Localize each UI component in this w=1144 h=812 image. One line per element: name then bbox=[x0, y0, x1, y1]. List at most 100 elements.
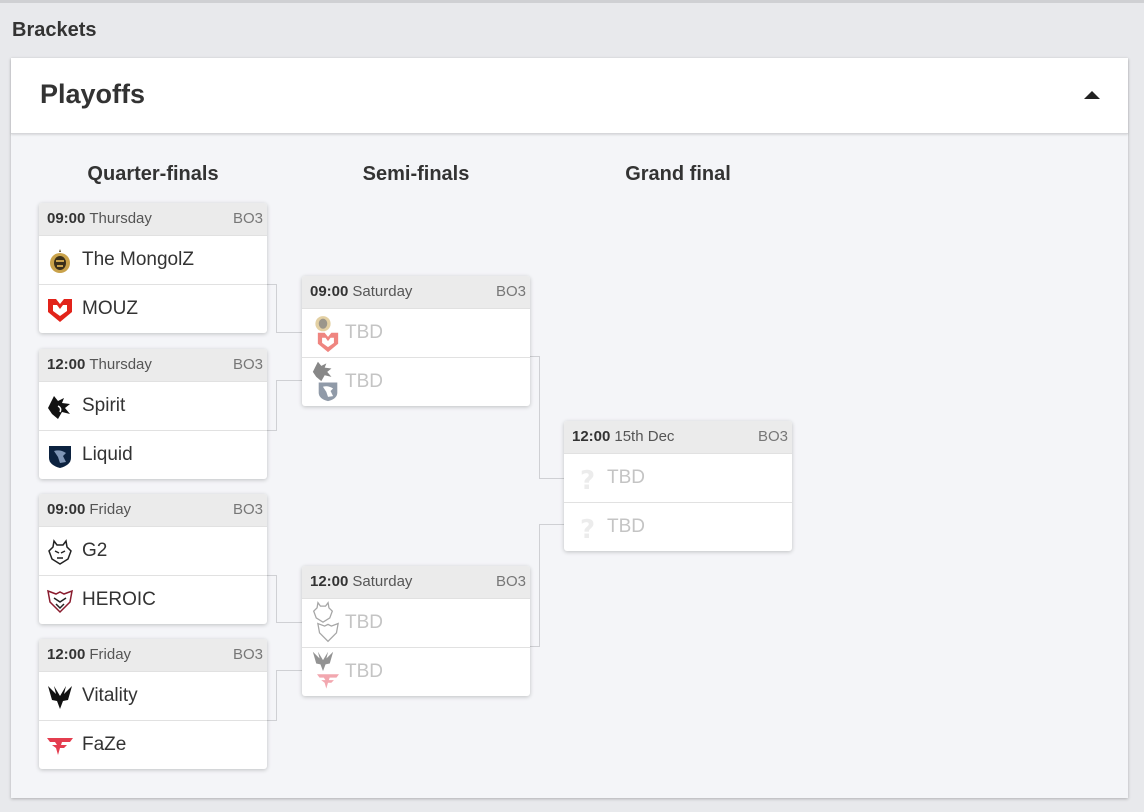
team-name: MOUZ bbox=[82, 298, 138, 319]
team-row[interactable]: Liquid bbox=[39, 430, 267, 479]
round-title-grand-final: Grand final bbox=[625, 163, 731, 185]
round-title-quarter-finals: Quarter-finals bbox=[87, 163, 219, 185]
match-format: BO3 bbox=[495, 573, 526, 590]
spirit-logo-icon bbox=[312, 361, 332, 382]
team-name: TBD bbox=[345, 371, 383, 392]
top-border bbox=[0, 0, 1144, 3]
match-format: BO3 bbox=[232, 646, 263, 663]
team-row[interactable]: TBD bbox=[302, 598, 530, 647]
connector-line bbox=[276, 670, 302, 671]
match-time: 12:00 bbox=[47, 646, 86, 663]
connector-line bbox=[276, 670, 277, 721]
heroic-logo-icon bbox=[317, 622, 339, 643]
team-row[interactable]: Vitality bbox=[39, 671, 267, 720]
team-name: Vitality bbox=[82, 685, 138, 706]
liquid-logo-icon bbox=[49, 446, 71, 468]
team-row[interactable]: MOUZ bbox=[39, 284, 267, 333]
connector-line bbox=[267, 430, 277, 431]
match-format: BO3 bbox=[232, 501, 263, 518]
match-time: 12:00 bbox=[572, 428, 611, 445]
connector-line bbox=[539, 478, 565, 479]
connector-line bbox=[539, 524, 565, 525]
match-time: 09:00 bbox=[47, 501, 86, 518]
svg-text:?: ? bbox=[580, 515, 595, 541]
faze-logo-icon bbox=[47, 738, 73, 755]
team-row[interactable]: The MongolZ bbox=[39, 235, 267, 284]
match-format: BO3 bbox=[232, 210, 263, 227]
team-row[interactable]: HEROIC bbox=[39, 575, 267, 624]
connector-line bbox=[267, 720, 277, 721]
match-format: BO3 bbox=[495, 283, 526, 300]
match-day: Friday bbox=[89, 646, 132, 663]
team-row[interactable]: ? TBD bbox=[564, 502, 792, 551]
connector-line bbox=[276, 380, 277, 431]
match-day: 15th Dec bbox=[614, 428, 675, 445]
match-time: 12:00 bbox=[310, 573, 349, 590]
connector-line bbox=[276, 380, 302, 381]
connector-line bbox=[276, 622, 302, 623]
match-time: 12:00 bbox=[47, 356, 86, 373]
section-title: Brackets bbox=[12, 19, 97, 41]
panel-header[interactable]: Playoffs bbox=[11, 58, 1128, 134]
team-name: TBD bbox=[345, 661, 383, 682]
match-time: 09:00 bbox=[310, 283, 349, 300]
match-time: 09:00 bbox=[47, 210, 86, 227]
team-name: TBD bbox=[607, 467, 645, 488]
team-row[interactable]: Spirit bbox=[39, 381, 267, 430]
mouz-logo-icon bbox=[48, 299, 72, 322]
team-name: FaZe bbox=[82, 734, 127, 755]
connector-line bbox=[276, 284, 277, 333]
connector-line bbox=[276, 575, 277, 623]
team-row[interactable]: TBD bbox=[302, 308, 530, 357]
mongolz-logo-icon bbox=[50, 249, 70, 273]
connector-line bbox=[539, 524, 540, 647]
vitality-logo-icon bbox=[312, 651, 334, 672]
team-row[interactable]: TBD bbox=[302, 357, 530, 406]
match-day: Friday bbox=[89, 501, 132, 518]
panel-title: Playoffs bbox=[40, 79, 146, 109]
team-row[interactable]: FaZe bbox=[39, 720, 267, 769]
spirit-logo-icon bbox=[48, 396, 70, 419]
playoffs-panel: Playoffs Quarter-finals Semi-finals Gran… bbox=[11, 58, 1128, 798]
team-name: Liquid bbox=[82, 444, 133, 465]
team-row[interactable]: ? TBD bbox=[564, 453, 792, 502]
team-row[interactable]: G2 bbox=[39, 526, 267, 575]
faze-logo-icon bbox=[317, 674, 339, 689]
liquid-logo-icon bbox=[318, 382, 338, 402]
team-row[interactable]: TBD bbox=[302, 647, 530, 696]
team-name: The MongolZ bbox=[82, 249, 194, 270]
team-name: TBD bbox=[607, 516, 645, 537]
caret-up-icon bbox=[1084, 91, 1100, 99]
team-name: HEROIC bbox=[82, 589, 156, 610]
connector-line bbox=[539, 356, 540, 478]
team-name: Spirit bbox=[82, 395, 126, 416]
collapse-button[interactable] bbox=[1081, 88, 1103, 104]
question-mark-icon: ? bbox=[580, 466, 595, 492]
heroic-logo-icon bbox=[47, 589, 73, 614]
connector-line bbox=[530, 356, 540, 357]
mouz-logo-icon bbox=[317, 332, 339, 353]
mongolz-logo-icon bbox=[315, 316, 331, 332]
match-day: Thursday bbox=[89, 210, 152, 227]
vitality-logo-icon bbox=[48, 686, 72, 709]
g2-logo-icon bbox=[48, 539, 72, 565]
match-day: Saturday bbox=[352, 573, 413, 590]
match-format: BO3 bbox=[757, 428, 788, 445]
connector-line bbox=[276, 332, 302, 333]
team-name: TBD bbox=[345, 322, 383, 343]
question-mark-icon: ? bbox=[580, 515, 595, 541]
connector-line bbox=[530, 646, 540, 647]
